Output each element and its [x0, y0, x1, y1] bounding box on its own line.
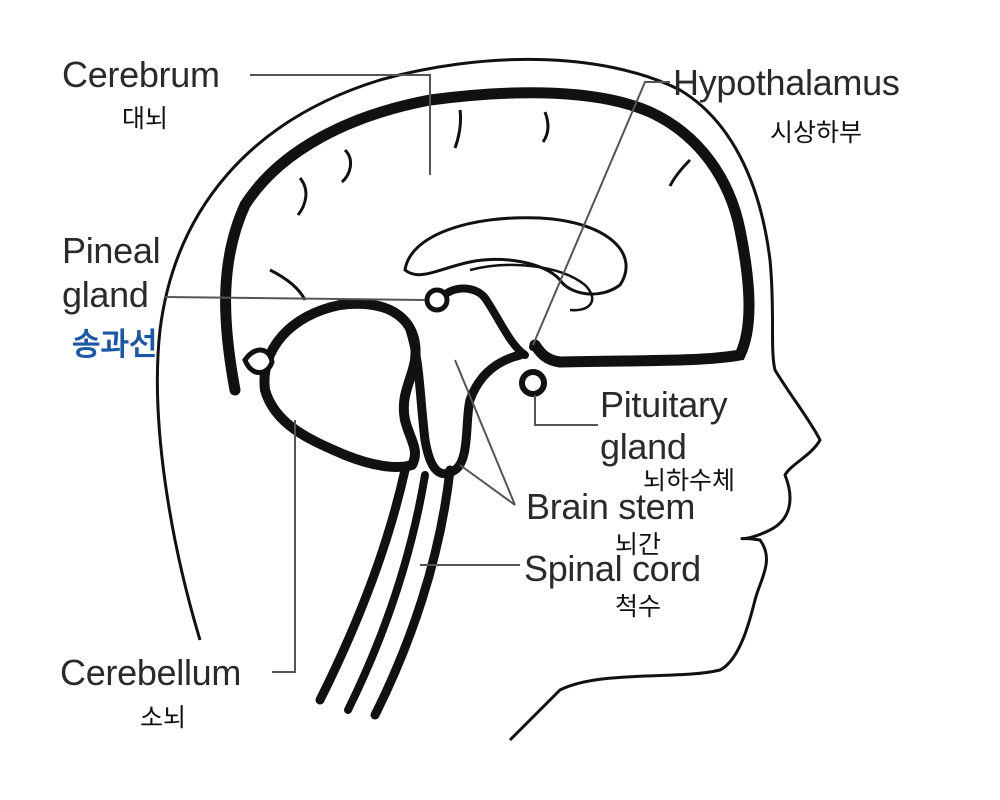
- pituitary-gland-shape: [519, 369, 547, 397]
- sulcus-1: [296, 177, 308, 216]
- label-brain-stem-ko: 뇌간: [615, 530, 662, 559]
- sulcus-5: [668, 158, 692, 187]
- label-cerebrum-ko: 대뇌: [122, 104, 169, 133]
- cerebellum-shape: [259, 298, 421, 472]
- label-hypothalamus-ko: 시상하부: [770, 118, 863, 147]
- label-hypothalamus: Hypothalamus: [673, 62, 900, 103]
- label-cerebellum-ko: 소뇌: [140, 703, 187, 732]
- thalamus: [436, 284, 529, 359]
- label-cerebrum: Cerebrum: [62, 54, 220, 95]
- leader-pineal: [164, 296, 426, 301]
- leader-cerebellum: [272, 420, 296, 673]
- label-spinal-cord: Spinal cord: [524, 548, 701, 589]
- label-brain-stem: Brain stem: [526, 486, 696, 527]
- sulcus-6: [269, 268, 307, 301]
- spinal-cord-line-3: [370, 465, 455, 720]
- corpus-callosum: [403, 216, 628, 296]
- leader-brain-stem-2: [459, 464, 516, 506]
- sulcus-3: [453, 109, 462, 149]
- label-pineal-line1: Pineal: [62, 230, 161, 271]
- sulcus-2: [340, 148, 353, 184]
- sulcus-4: [541, 111, 550, 143]
- label-pituitary-line2: gland: [600, 426, 687, 467]
- leader-hypothalamus: [532, 81, 670, 346]
- pineal-gland-shape: [424, 287, 450, 313]
- label-spinal-cord-ko: 척수: [615, 592, 662, 621]
- label-cerebellum: Cerebellum: [60, 652, 242, 693]
- hypothalamus-dot: [529, 343, 537, 351]
- label-pituitary-ko: 뇌하수체: [643, 466, 736, 495]
- brain-outer-boundary: [220, 87, 755, 396]
- label-pineal-line2: gland: [62, 274, 149, 315]
- leader-pituitary: [534, 395, 598, 426]
- label-pituitary-line1: Pituitary: [600, 384, 728, 425]
- fornix: [469, 263, 594, 312]
- spinal-cord-line-2: [344, 471, 429, 714]
- cerebellum-notch: [242, 347, 275, 376]
- head-outline: [155, 57, 822, 742]
- brain-stem: [405, 325, 525, 479]
- leader-cerebrum: [250, 74, 431, 175]
- leader-brain-stem-1: [454, 359, 516, 506]
- label-pineal-ko: 송과선: [72, 327, 158, 363]
- spinal-cord-line-1: [315, 465, 410, 705]
